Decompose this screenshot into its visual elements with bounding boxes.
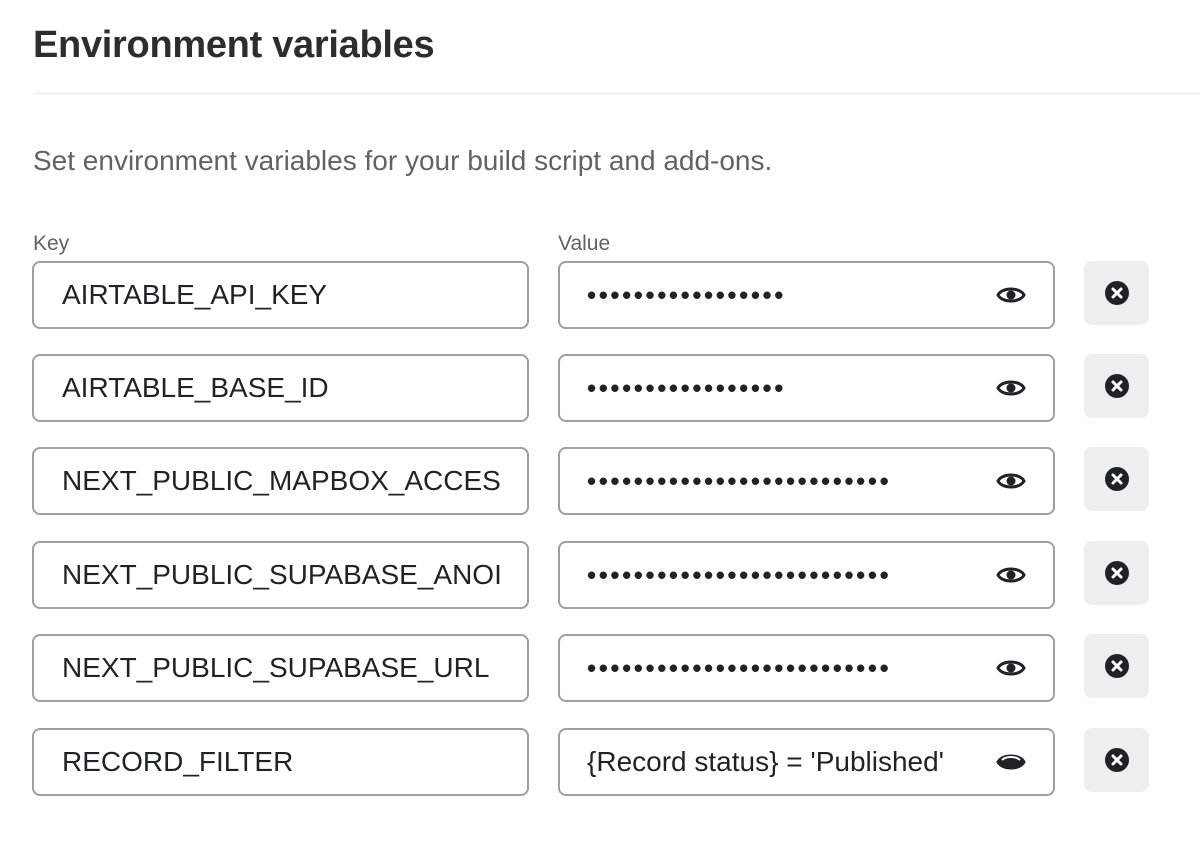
env-var-row: AIRTABLE_API_KEY ••••••••••••••••• [0, 261, 1200, 333]
key-input[interactable]: NEXT_PUBLIC_SUPABASE_URL [32, 634, 529, 702]
key-input-value: RECORD_FILTER [62, 746, 294, 777]
section-description: Set environment variables for your build… [33, 145, 773, 176]
env-var-row: NEXT_PUBLIC_MAPBOX_ACCES •••••••••••••••… [0, 447, 1200, 519]
remove-variable-button[interactable] [1084, 728, 1149, 792]
env-var-row: AIRTABLE_BASE_ID ••••••••••••••••• [0, 354, 1200, 426]
key-input[interactable]: AIRTABLE_API_KEY [32, 261, 529, 329]
close-circle-icon [1104, 748, 1129, 772]
key-input-value: NEXT_PUBLIC_SUPABASE_ANOI [62, 559, 502, 590]
close-circle-icon [1104, 654, 1129, 678]
key-input[interactable]: AIRTABLE_BASE_ID [32, 354, 529, 422]
key-input-value: AIRTABLE_BASE_ID [62, 372, 329, 403]
close-circle-icon [1104, 467, 1129, 491]
close-circle-icon [1104, 374, 1129, 398]
value-input-value: {Record status} = 'Published' [587, 746, 945, 777]
value-input-value: ••••••••••••••••• [587, 372, 786, 403]
key-input[interactable]: RECORD_FILTER [32, 728, 529, 796]
eye-icon[interactable] [995, 563, 1027, 587]
eye-icon[interactable] [995, 656, 1027, 680]
value-input[interactable]: ••••••••••••••••• [558, 354, 1055, 422]
remove-variable-button[interactable] [1084, 447, 1149, 511]
value-input[interactable]: •••••••••••••••••••••••••• [558, 541, 1055, 609]
page-title: Environment variables [33, 24, 435, 66]
value-input[interactable]: {Record status} = 'Published' [558, 728, 1055, 796]
title-divider [33, 92, 1200, 95]
key-input[interactable]: NEXT_PUBLIC_SUPABASE_ANOI [32, 541, 529, 609]
env-var-row: NEXT_PUBLIC_SUPABASE_URL •••••••••••••••… [0, 634, 1200, 706]
env-var-row: NEXT_PUBLIC_SUPABASE_ANOI ••••••••••••••… [0, 541, 1200, 613]
remove-variable-button[interactable] [1084, 261, 1149, 325]
remove-variable-button[interactable] [1084, 354, 1149, 418]
close-circle-icon [1104, 281, 1129, 305]
value-input-value: •••••••••••••••••••••••••• [587, 559, 892, 590]
close-circle-icon [1104, 561, 1129, 585]
key-column-label: Key [33, 232, 70, 255]
eye-icon[interactable] [995, 283, 1027, 307]
eye-icon[interactable] [995, 750, 1027, 774]
key-input-value: NEXT_PUBLIC_SUPABASE_URL [62, 652, 490, 683]
value-input[interactable]: •••••••••••••••••••••••••• [558, 447, 1055, 515]
key-input[interactable]: NEXT_PUBLIC_MAPBOX_ACCES [32, 447, 529, 515]
value-input[interactable]: •••••••••••••••••••••••••• [558, 634, 1055, 702]
value-column-label: Value [558, 232, 611, 255]
value-input-value: •••••••••••••••••••••••••• [587, 465, 892, 496]
remove-variable-button[interactable] [1084, 634, 1149, 698]
eye-icon[interactable] [995, 376, 1027, 400]
remove-variable-button[interactable] [1084, 541, 1149, 605]
value-input[interactable]: ••••••••••••••••• [558, 261, 1055, 329]
value-input-value: •••••••••••••••••••••••••• [587, 652, 892, 683]
key-input-value: AIRTABLE_API_KEY [62, 279, 328, 310]
env-var-row: RECORD_FILTER {Record status} = 'Publish… [0, 728, 1200, 800]
value-input-value: ••••••••••••••••• [587, 279, 786, 310]
eye-icon[interactable] [995, 469, 1027, 493]
key-input-value: NEXT_PUBLIC_MAPBOX_ACCES [62, 465, 501, 496]
